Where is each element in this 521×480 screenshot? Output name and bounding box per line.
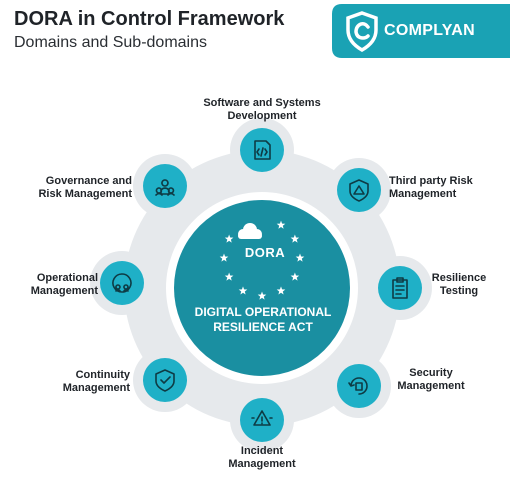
domain-label-line: Software and Systems <box>203 97 321 109</box>
clipboard-check-icon <box>392 277 408 299</box>
eu-star <box>219 253 229 262</box>
domain-node <box>100 261 144 305</box>
domain-node-circle <box>378 266 422 310</box>
eu-star <box>238 286 248 295</box>
domain-label-line: Management <box>389 188 457 200</box>
domain-node <box>143 358 187 402</box>
domain-node-circle <box>143 358 187 402</box>
domain-label-line: Continuity <box>75 369 130 381</box>
domain-node-circle <box>337 168 381 212</box>
eu-star <box>276 286 286 295</box>
page-subtitle: Domains and Sub-domains <box>14 34 207 51</box>
eu-star <box>224 234 234 243</box>
gear-people-icon <box>112 273 132 293</box>
center-disc <box>174 200 350 376</box>
domain-node <box>143 164 187 208</box>
domain-label-governance: Governance and Risk Management <box>20 175 132 201</box>
code-file-icon <box>254 140 271 160</box>
domain-label-line: Risk Management <box>38 188 132 200</box>
domain-label-line: Management <box>397 380 465 392</box>
alert-gear-icon <box>251 410 273 426</box>
domain-node <box>337 364 381 408</box>
domain-label-line: Development <box>227 110 297 122</box>
cloud-icon <box>238 223 262 239</box>
domain-label-line: Management <box>228 458 296 470</box>
eu-star <box>224 272 234 281</box>
domain-label-operational: Operational Management <box>10 272 98 298</box>
domain-node <box>240 128 284 172</box>
team-icon <box>155 179 175 196</box>
domain-node <box>240 398 284 442</box>
shield-check-icon <box>155 369 175 392</box>
domain-label-security: Security Management <box>392 367 470 393</box>
domain-label-third-party: Third party Risk Management <box>389 175 473 201</box>
page-title: DORA in Control Framework <box>14 8 285 30</box>
domain-label-software: Software and Systems Development <box>190 97 334 123</box>
eu-star <box>257 291 267 300</box>
eu-star <box>295 253 305 262</box>
domain-label-line: Operational <box>36 272 98 284</box>
domain-node <box>337 168 381 212</box>
domain-label-resilience: Resilience Testing <box>424 272 494 298</box>
domain-label-line: Management <box>30 285 98 297</box>
security-cycle-icon <box>348 377 368 395</box>
dora-badge: DORA <box>244 245 286 260</box>
domain-label-line: Testing <box>439 285 479 297</box>
domain-label-line: Incident <box>240 445 284 457</box>
domain-label-line: Security <box>409 367 453 379</box>
domain-label-line: Management <box>62 382 130 394</box>
domain-label-line: Resilience <box>431 272 487 284</box>
center-title-line1: DIGITAL OPERATIONAL <box>194 305 332 319</box>
eu-star <box>290 234 300 243</box>
domain-label-continuity: Continuity Management <box>40 369 130 395</box>
warning-shield-icon <box>349 179 369 202</box>
complyan-logo <box>332 4 510 58</box>
domain-label-incident: Incident Management <box>218 445 306 471</box>
domain-node <box>378 266 422 310</box>
brand-name: COMPLYAN <box>384 22 476 39</box>
domain-label-line: Third party Risk <box>389 175 473 187</box>
center-title: DIGITAL OPERATIONAL RESILIENCE ACT <box>183 305 343 335</box>
eu-star <box>290 272 300 281</box>
shield-logo-icon <box>346 11 378 53</box>
domain-label-line: Governance and <box>45 175 132 187</box>
center-title-line2: RESILIENCE ACT <box>213 320 313 334</box>
eu-star <box>276 220 286 229</box>
eu-stars <box>219 220 305 300</box>
domain-node-circle <box>100 261 144 305</box>
domain-node-circle <box>337 364 381 408</box>
